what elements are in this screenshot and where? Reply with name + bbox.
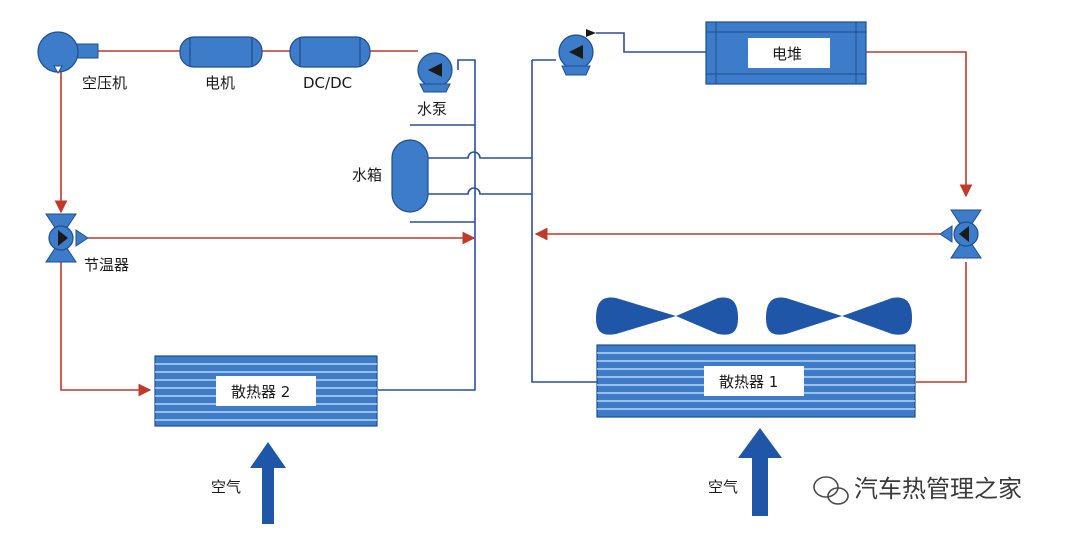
pipe-radiator2-return bbox=[378, 59, 476, 391]
thermostat-label: 节温器 bbox=[84, 256, 129, 274]
stack-label: 电堆 bbox=[772, 45, 802, 63]
stack-label-box bbox=[748, 38, 830, 68]
dcdc-label: DC/DC bbox=[303, 74, 352, 92]
radiator-1: 散热器 1 bbox=[596, 344, 916, 418]
pipe-thermostat-to-radiator1 bbox=[916, 262, 967, 383]
compressor: 空压机 bbox=[37, 31, 127, 92]
fans bbox=[596, 297, 912, 335]
thermostat-left-valve-icon bbox=[45, 213, 77, 263]
fan-1-blade-right bbox=[676, 297, 738, 335]
watermark: 汽车热管理之家 bbox=[813, 475, 1022, 505]
dcdc-body bbox=[289, 36, 371, 68]
radiator-1-label: 散热器 1 bbox=[719, 373, 778, 391]
pipe-pump2-to-stack bbox=[596, 32, 706, 53]
air-arrow-right-icon bbox=[738, 428, 782, 516]
motor: 电机 bbox=[179, 36, 263, 92]
thermostat-left: 节温器 bbox=[45, 213, 129, 274]
water-pump-label: 水泵 bbox=[417, 100, 447, 118]
water-tank: 水箱 bbox=[352, 139, 429, 213]
stack: 电堆 bbox=[705, 21, 867, 85]
watermark-text: 汽车热管理之家 bbox=[854, 475, 1022, 503]
air-arrow-left-icon bbox=[250, 442, 286, 524]
air-arrow-right: 空气 bbox=[708, 428, 782, 516]
air-label-right: 空气 bbox=[708, 478, 738, 496]
thermostat-right bbox=[939, 209, 982, 259]
water-pump-right-arrow-icon bbox=[569, 45, 583, 59]
water-pump-arrow-icon bbox=[428, 63, 442, 77]
pipe-thermostat-to-radiator2 bbox=[60, 262, 152, 397]
air-label-left: 空气 bbox=[211, 478, 241, 496]
pipe-tank-a bbox=[428, 151, 532, 159]
motor-label: 电机 bbox=[205, 74, 235, 92]
pipes bbox=[54, 32, 973, 397]
fan-1-blade-left bbox=[596, 297, 676, 335]
fan-2-blade-left bbox=[766, 297, 842, 335]
compressor-base-icon bbox=[53, 65, 63, 75]
water-tank-body bbox=[391, 139, 429, 213]
radiator-2: 散热器 2 bbox=[154, 355, 378, 427]
compressor-label: 空压机 bbox=[82, 74, 127, 92]
fan-2-blade-right bbox=[842, 297, 912, 335]
water-pump: 水泵 bbox=[417, 52, 453, 118]
pipe-right-trunk bbox=[531, 60, 598, 383]
pipe-tank-b bbox=[428, 187, 532, 195]
thermostat-right-valve-icon bbox=[950, 209, 982, 259]
air-arrow-left: 空气 bbox=[211, 442, 286, 524]
water-pump-right bbox=[558, 29, 596, 76]
dcdc: DC/DC bbox=[289, 36, 371, 92]
motor-body bbox=[179, 36, 263, 68]
wechat-icon bbox=[813, 476, 849, 505]
radiator-2-label: 散热器 2 bbox=[231, 383, 290, 401]
water-tank-label: 水箱 bbox=[352, 166, 382, 184]
pipe-stack-to-thermostat bbox=[866, 51, 973, 198]
radiator-1-label-box bbox=[704, 366, 804, 396]
radiator-2-label-box bbox=[216, 376, 316, 406]
